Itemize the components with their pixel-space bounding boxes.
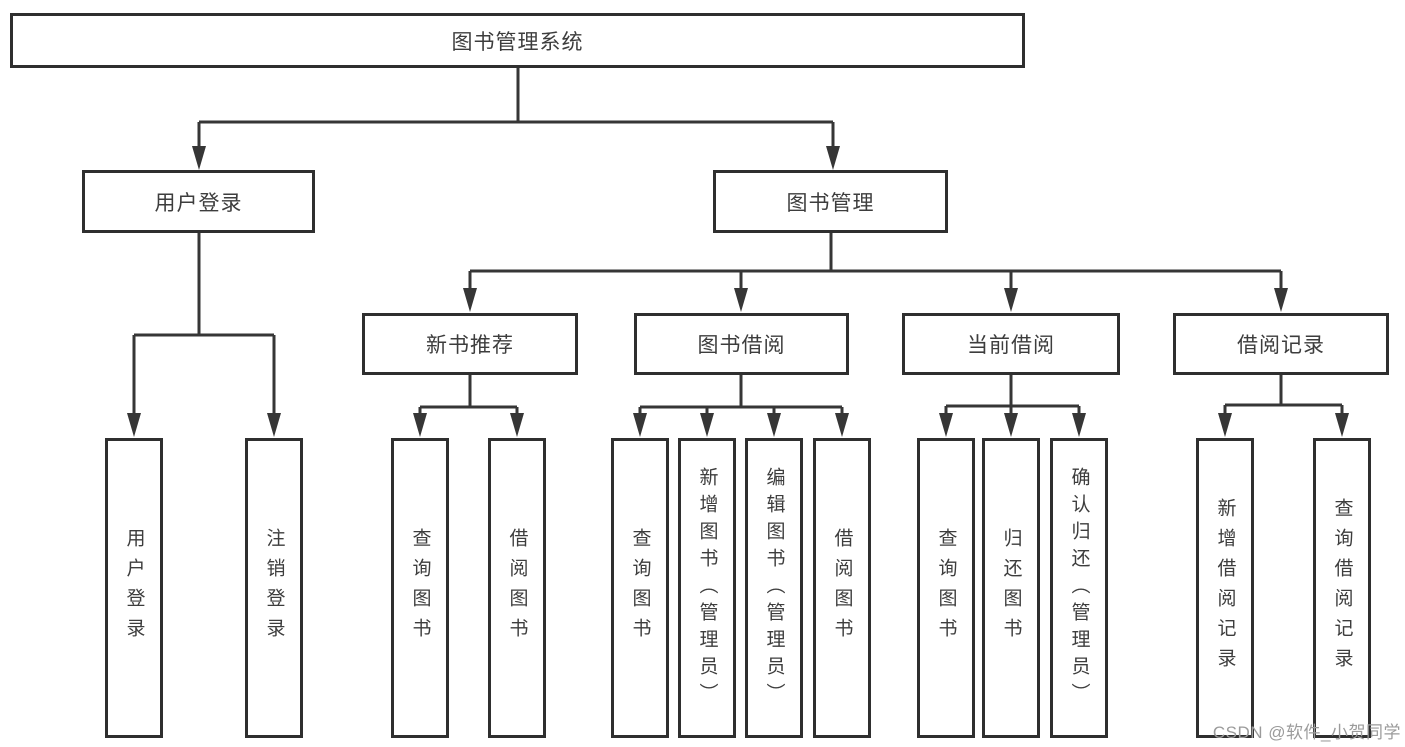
node-book-borrow: 图书借阅	[634, 313, 849, 375]
leaf-borrow-borrow-books: 借阅图书	[813, 438, 871, 738]
leaf-borrow-add-books-admin: 新增图书（管理员）	[678, 438, 736, 738]
leaf-records-add-record: 新增借阅记录	[1196, 438, 1254, 738]
leaf-current-return-books: 归还图书	[982, 438, 1040, 738]
node-borrow-records: 借阅记录	[1173, 313, 1389, 375]
node-current-borrow: 当前借阅	[902, 313, 1120, 375]
leaf-newbook-query-books: 查询图书	[391, 438, 449, 738]
arrowhead-icons	[127, 146, 1349, 437]
leaf-borrow-edit-books-admin: 编辑图书（管理员）	[745, 438, 803, 738]
leaf-borrow-query-books: 查询图书	[611, 438, 669, 738]
leaf-newbook-borrow-books: 借阅图书	[488, 438, 546, 738]
node-new-book-recommend: 新书推荐	[362, 313, 578, 375]
leaf-logout: 注销登录	[245, 438, 303, 738]
leaf-current-query-books: 查询图书	[917, 438, 975, 738]
csdn-watermark: CSDN @软件_小贺同学	[1212, 723, 1401, 742]
node-root: 图书管理系统	[10, 13, 1025, 68]
leaf-records-query-record: 查询借阅记录	[1313, 438, 1371, 738]
node-user-login: 用户登录	[82, 170, 315, 233]
leaf-current-confirm-return-admin: 确认归还（管理员）	[1050, 438, 1108, 738]
leaf-user-login: 用户登录	[105, 438, 163, 738]
node-book-management: 图书管理	[713, 170, 948, 233]
